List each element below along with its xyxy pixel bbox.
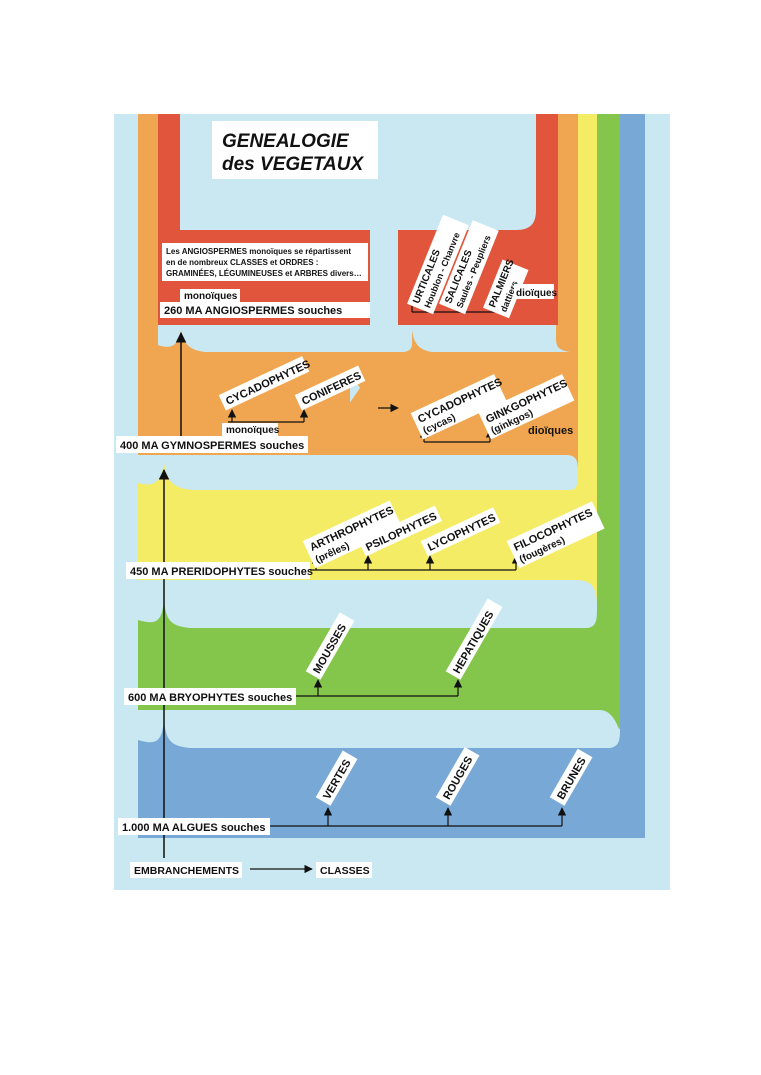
legend-classes: CLASSES [320, 865, 370, 877]
gymno-dioiques-label: dioïques [528, 425, 573, 437]
gymno-monoiques-label: monoïques [226, 425, 280, 436]
class-lycophytes-box [420, 507, 501, 557]
class-psilophytes-box [358, 505, 443, 557]
gymnospermes-level-label: 400 MA GYMNOSPERMES souches [120, 440, 304, 452]
angio-note-line2: en de nombreux CLASSES et ORDRES : [166, 258, 318, 267]
class-coniferes-box [294, 365, 366, 411]
angiospermes-level-label: 260 MA ANGIOSPERMES souches [164, 305, 342, 317]
class-urticales-box [407, 214, 469, 315]
class-filocophytes-box [506, 501, 605, 569]
preridophytes-band [138, 114, 597, 605]
angio-monoiques-label: monoïques [184, 291, 238, 302]
legend-embranchements-box [130, 862, 242, 878]
bryophytes-level-box [124, 688, 296, 705]
gymnospermes-band [138, 114, 578, 470]
preridophytes-level-box [126, 562, 310, 579]
class-palmiers-box [483, 259, 529, 319]
angio-note-line1: Les ANGIOSPERMES monoïques se répartisse… [166, 247, 351, 256]
angio-dioiques-label: dioïques [516, 288, 558, 299]
class-arthrophytes-box [302, 500, 403, 569]
legend-embranchements: EMBRANCHEMENTS [134, 865, 239, 877]
preridophytes-level-label: 450 MA PRERIDOPHYTES souches [130, 566, 313, 578]
class-cycadophytes-right-box [410, 374, 507, 440]
angio-note-line3: GRAMINÉES, LÉGUMINEUSES et ARBRES divers… [166, 269, 362, 278]
angio-dioiques-box [514, 284, 554, 299]
class-salicales-box [439, 220, 499, 315]
title-line2: des VEGETAUX [222, 154, 364, 175]
class-brunes-box [549, 748, 593, 806]
algues-level-label: 1.000 MA ALGUES souches [122, 822, 265, 834]
gymnospermes-level-box [116, 436, 308, 453]
angiospermes-level-box [160, 302, 370, 318]
angio-monoiques-box [180, 289, 240, 302]
bryophytes-band [138, 114, 620, 730]
class-mousses-box [305, 612, 355, 680]
gymno-monoiques-box [222, 423, 278, 436]
algues-level-box [118, 818, 270, 835]
class-ginkgophytes-box [478, 374, 575, 440]
class-vertes-box [315, 750, 358, 806]
angio-note-box [162, 243, 368, 281]
class-rouges-box [435, 747, 480, 806]
legend-classes-box [316, 862, 372, 878]
title-box [212, 121, 378, 179]
class-cycadophytes-left-box [218, 356, 310, 411]
title-line1: GENEALOGIE [222, 131, 350, 152]
bryophytes-level-label: 600 MA BRYOPHYTES souches [128, 692, 292, 704]
algues-band [138, 114, 645, 838]
class-hepatiques-box [445, 598, 503, 680]
